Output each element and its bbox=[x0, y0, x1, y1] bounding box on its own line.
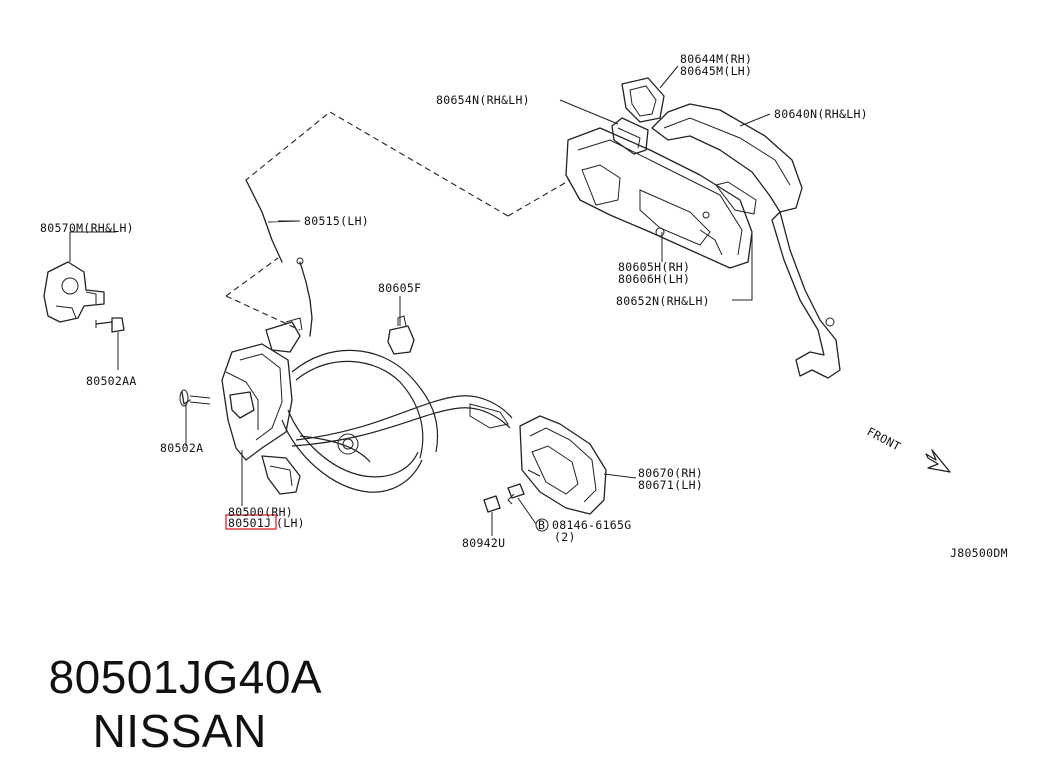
label-80671: 80671(LH) bbox=[638, 478, 703, 492]
label-80645m: 80645M(LH) bbox=[680, 64, 752, 78]
label-80501-side: (LH) bbox=[276, 516, 305, 530]
screw-08146 bbox=[507, 483, 525, 505]
label-80501-part: 80501J bbox=[228, 516, 271, 530]
rod-80515 bbox=[245, 179, 283, 263]
inside-handle bbox=[519, 415, 607, 515]
label-80942u: 80942U bbox=[462, 536, 505, 550]
rod-80515-lower bbox=[299, 261, 313, 337]
bolt-circle-icon bbox=[535, 518, 549, 532]
label-80654n: 80654N(RH&LH) bbox=[436, 93, 530, 107]
parts-diagram: 80644M(RH) 80645M(LH) 80654N(RH&LH) 8064… bbox=[40, 52, 1008, 560]
footer-brand: NISSAN bbox=[92, 705, 267, 757]
screw-80502aa bbox=[95, 317, 125, 333]
key-cylinder-escutcheon bbox=[621, 77, 665, 123]
label-80644m: 80644M(RH) bbox=[680, 52, 752, 66]
lock-cables bbox=[281, 349, 513, 493]
label-80652n: 80652N(RH&LH) bbox=[616, 294, 710, 308]
front-arrow-icon bbox=[925, 449, 951, 473]
label-08146: 08146-6165G bbox=[552, 518, 631, 532]
label-qty: (2) bbox=[554, 530, 576, 544]
label-80605f: 80605F bbox=[378, 281, 421, 295]
clip-80605f bbox=[387, 315, 415, 355]
footer-part-number: 80501JG40A bbox=[48, 651, 323, 703]
label-80605h: 80605H(RH) bbox=[618, 260, 690, 274]
label-80570m: 80570M(RH&LH) bbox=[40, 221, 134, 235]
outside-handle-bracket bbox=[565, 127, 757, 269]
label-80640n: 80640N(RH&LH) bbox=[774, 107, 868, 121]
striker-bracket-80570m bbox=[43, 261, 105, 323]
screw-80502a bbox=[179, 389, 211, 407]
diagram-code: J80500DM bbox=[950, 546, 1008, 560]
rod-routing-line bbox=[225, 111, 571, 331]
label-80606h: 80606H(LH) bbox=[618, 272, 690, 286]
label-80500: 80500(RH) bbox=[228, 505, 293, 519]
label-80502a: 80502A bbox=[160, 441, 203, 455]
label-80670: 80670(RH) bbox=[638, 466, 703, 480]
label-80515: 80515(LH) bbox=[304, 214, 369, 228]
footer-caption: 80501JG40A NISSAN bbox=[22, 596, 322, 758]
leader-lines bbox=[69, 65, 771, 536]
handle-gasket bbox=[611, 117, 649, 155]
label-80502aa: 80502AA bbox=[86, 374, 137, 388]
outside-handle bbox=[651, 103, 841, 379]
label-front: FRONT bbox=[865, 424, 903, 453]
highlight-box bbox=[225, 514, 277, 530]
door-lock-actuator bbox=[221, 317, 303, 495]
clip-80942u bbox=[483, 495, 501, 513]
label-bolt-b: B bbox=[538, 518, 545, 532]
